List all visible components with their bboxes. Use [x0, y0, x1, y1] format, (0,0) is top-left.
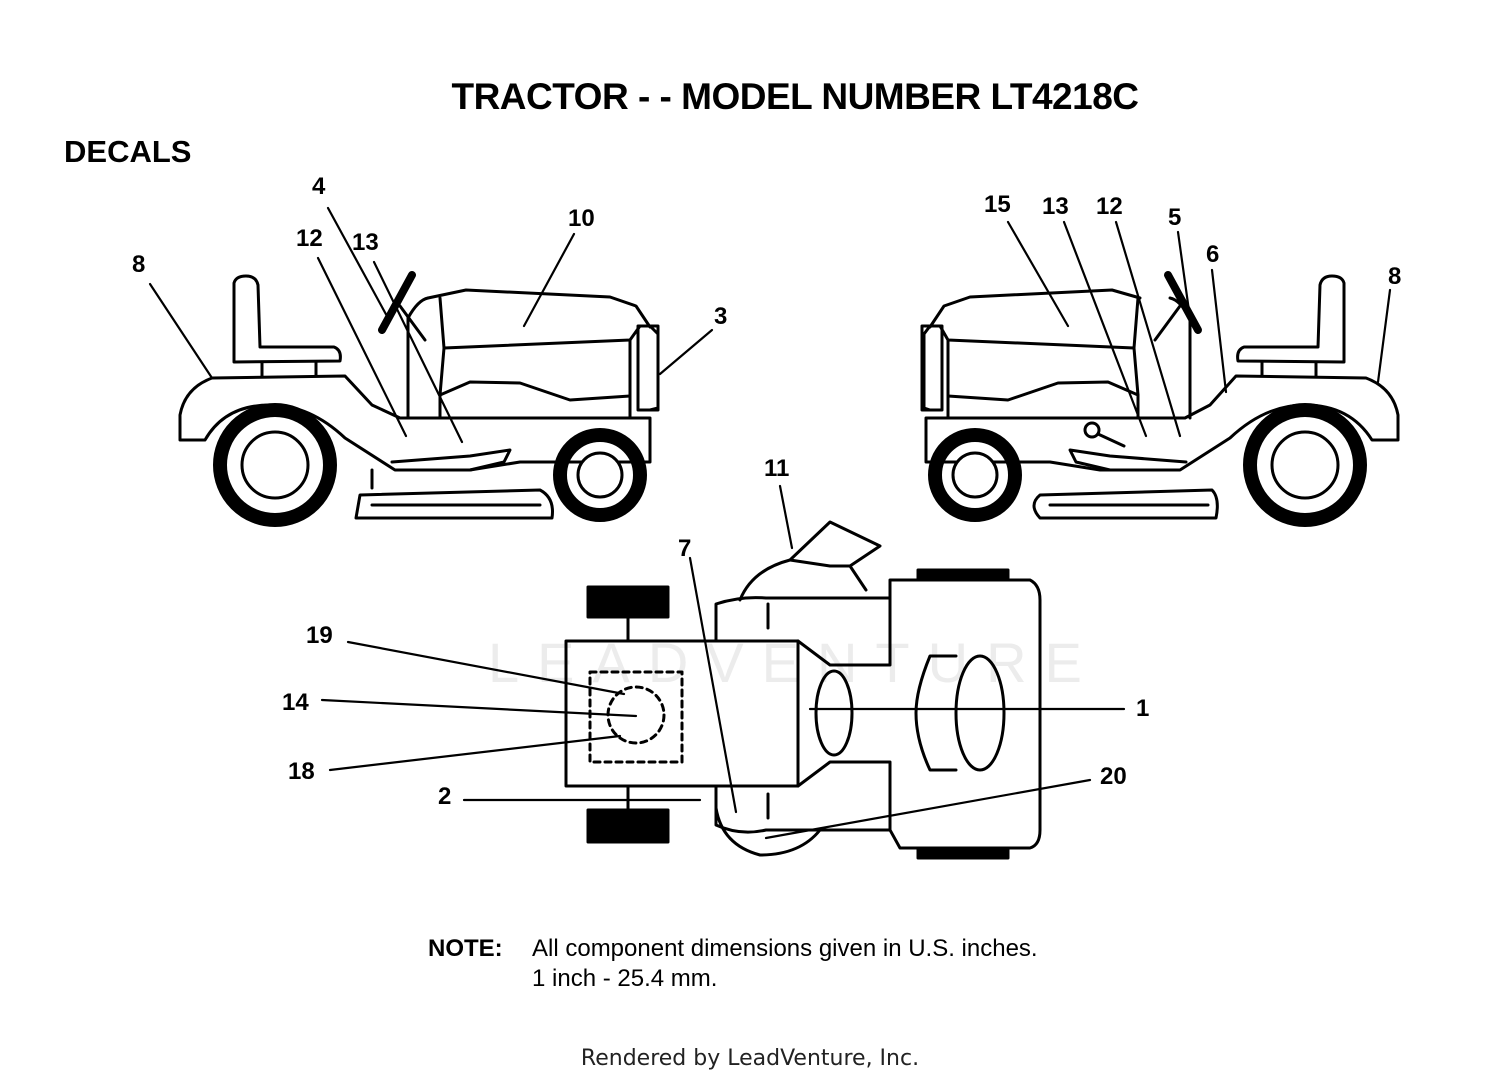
callout-top-14: 14: [282, 689, 309, 716]
tractor-top-view: [564, 520, 1042, 860]
callout-left-8: 8: [132, 251, 145, 278]
note-line-1: All component dimensions given in U.S. i…: [532, 935, 1038, 962]
page-title: TRACTOR - - MODEL NUMBER LT4218C: [451, 76, 1139, 117]
tractor-left-side-view: [178, 271, 660, 527]
callout-numbers: 8 12 4 13 10 3 15 13 12 5 6 8 11 7 19 14…: [132, 173, 1401, 810]
section-heading: DECALS: [64, 134, 192, 169]
footer-credit: Rendered by LeadVenture, Inc.: [580, 1046, 920, 1071]
callout-right-6: 6: [1206, 241, 1219, 268]
note-label: NOTE:: [428, 935, 503, 962]
callout-left-13: 13: [352, 229, 379, 256]
note-line-2: 1 inch - 25.4 mm.: [532, 965, 718, 992]
tractor-right-side-view: [920, 271, 1400, 527]
leader-lines: [148, 206, 1392, 840]
callout-right-12: 12: [1096, 193, 1123, 220]
callout-right-8: 8: [1388, 263, 1401, 290]
note-block: NOTE: All component dimensions given in U…: [428, 934, 1038, 994]
callout-left-3: 3: [714, 303, 727, 330]
callout-left-12: 12: [296, 225, 323, 252]
callout-top-18: 18: [288, 758, 315, 785]
callout-top-20: 20: [1100, 763, 1127, 790]
callout-left-4: 4: [312, 173, 326, 200]
callout-top-1: 1: [1136, 695, 1149, 722]
callout-top-7: 7: [678, 535, 691, 562]
callout-right-15: 15: [984, 191, 1011, 218]
callout-top-11: 11: [764, 455, 789, 482]
callout-top-19: 19: [306, 622, 333, 649]
callout-right-13: 13: [1042, 193, 1069, 220]
callout-top-2: 2: [438, 783, 451, 810]
callout-left-10: 10: [568, 205, 595, 232]
callout-right-5: 5: [1168, 204, 1181, 231]
